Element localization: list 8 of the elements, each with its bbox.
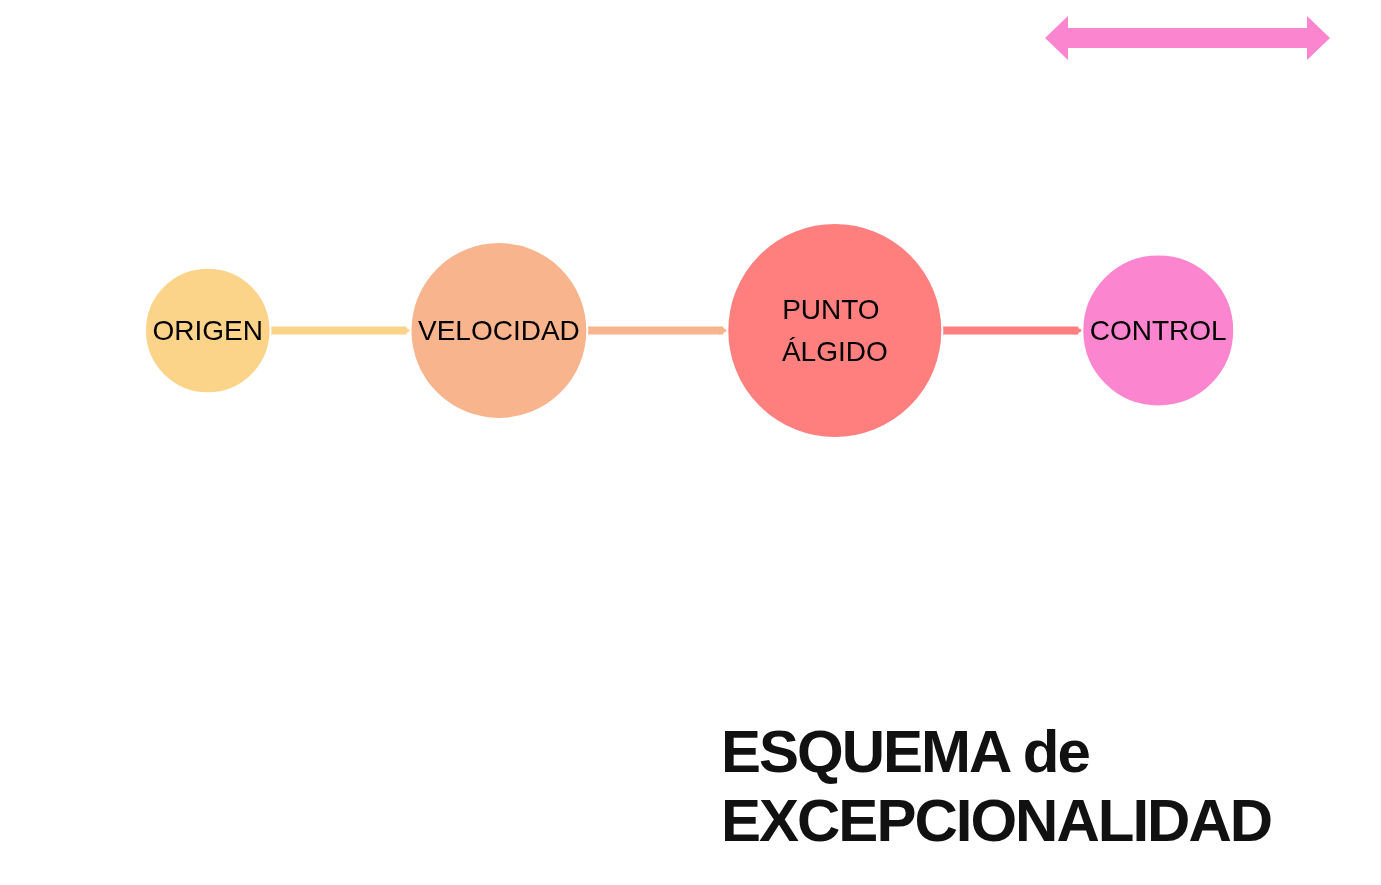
title: ESQUEMA de EXCEPCIONALIDAD [721, 717, 1273, 855]
arrow [587, 325, 729, 335]
node-circle: ORIGEN [144, 266, 272, 394]
node-circle: CONTROL [1081, 253, 1236, 407]
arrow [270, 325, 412, 335]
node-circle: VELOCIDAD [409, 240, 589, 420]
arrow [942, 325, 1084, 335]
node-circle: PUNTO ÁLGIDO [726, 221, 944, 439]
